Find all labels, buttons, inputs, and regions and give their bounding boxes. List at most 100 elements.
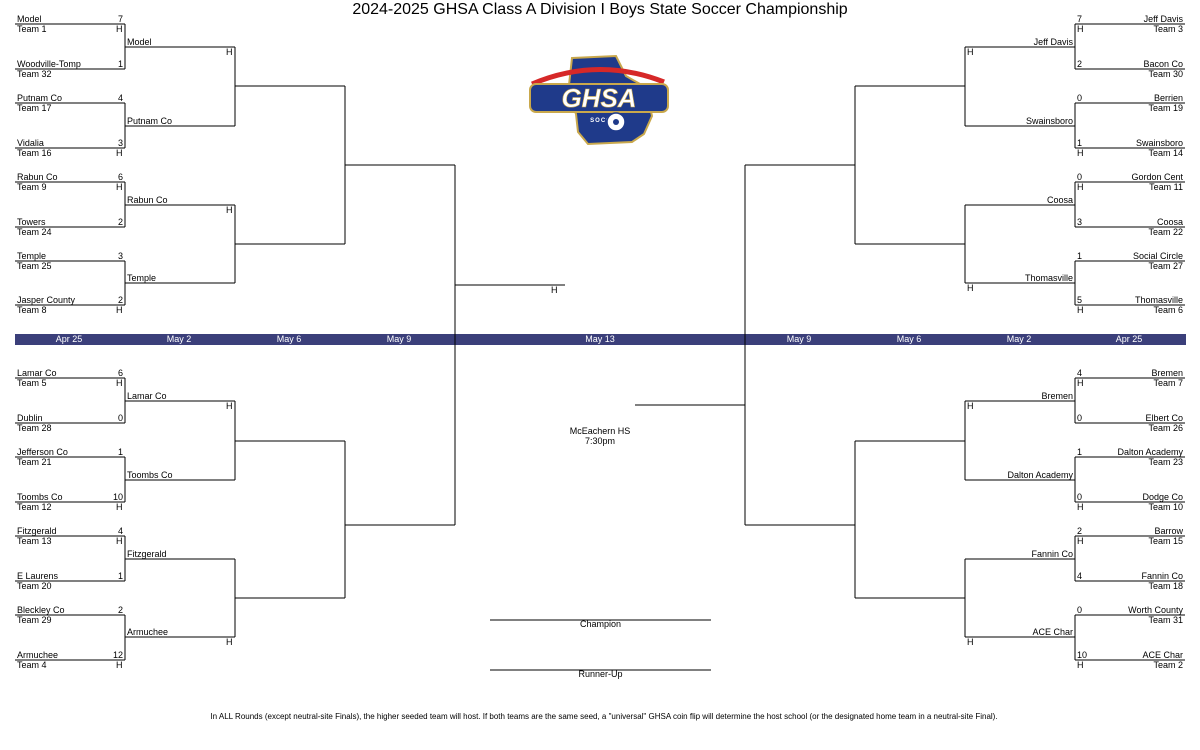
home-marker: H xyxy=(967,637,974,647)
team-seed: Team 21 xyxy=(17,457,52,467)
home-marker: H xyxy=(116,305,123,315)
team-name: Vidalia xyxy=(17,138,44,148)
team-seed: Team 4 xyxy=(17,660,47,670)
team-name: Coosa xyxy=(1047,195,1073,205)
team-score: 0 xyxy=(1077,492,1082,502)
team-score: 3 xyxy=(1077,217,1082,227)
team-name: Barrow xyxy=(1154,526,1183,536)
team-name: Temple xyxy=(127,273,156,283)
home-marker: H xyxy=(967,401,974,411)
home-marker: H xyxy=(1077,502,1084,512)
team-score: 0 xyxy=(118,413,123,423)
team-seed: Team 8 xyxy=(17,305,47,315)
team-name: Armuchee xyxy=(17,650,58,660)
team-name: Swainsboro xyxy=(1026,116,1073,126)
home-marker: H xyxy=(967,283,974,293)
home-marker: H xyxy=(116,24,123,34)
team-score: 0 xyxy=(1077,172,1082,182)
team-name: E Laurens xyxy=(17,571,59,581)
team-seed: Team 29 xyxy=(17,615,52,625)
team-score: 4 xyxy=(1077,368,1082,378)
team-name: Swainsboro xyxy=(1136,138,1183,148)
team-score: 10 xyxy=(1077,650,1087,660)
team-name: Rabun Co xyxy=(127,195,168,205)
team-score: 4 xyxy=(1077,571,1082,581)
team-seed: Team 15 xyxy=(1148,536,1183,546)
round-date-label: May 9 xyxy=(386,334,412,344)
team-name: Dodge Co xyxy=(1142,492,1183,502)
team-name: Dalton Academy xyxy=(1007,470,1073,480)
team-score: 7 xyxy=(1077,14,1082,24)
round-date-label: May 9 xyxy=(786,334,812,344)
round-date-label: May 2 xyxy=(1006,334,1032,344)
team-score: 1 xyxy=(1077,138,1082,148)
team-name: ACE Char xyxy=(1142,650,1183,660)
team-seed: Team 10 xyxy=(1148,502,1183,512)
team-name: Rabun Co xyxy=(17,172,58,182)
home-marker: H xyxy=(116,182,123,192)
team-score: 1 xyxy=(118,59,123,69)
home-marker: H xyxy=(1077,148,1084,158)
team-name: Armuchee xyxy=(127,627,168,637)
team-name: Bremen xyxy=(1151,368,1183,378)
team-score: 2 xyxy=(118,295,123,305)
team-score: 1 xyxy=(118,447,123,457)
team-name: Fitzgerald xyxy=(127,549,167,559)
team-name: Fannin Co xyxy=(1141,571,1183,581)
team-seed: Team 3 xyxy=(1153,24,1183,34)
home-marker: H xyxy=(116,378,123,388)
team-seed: Team 20 xyxy=(17,581,52,591)
team-name: Elbert Co xyxy=(1145,413,1183,423)
team-score: 1 xyxy=(118,571,123,581)
team-seed: Team 28 xyxy=(17,423,52,433)
team-seed: Team 19 xyxy=(1148,103,1183,113)
team-seed: Team 7 xyxy=(1153,378,1183,388)
team-name: Thomasville xyxy=(1135,295,1183,305)
team-seed: Team 24 xyxy=(17,227,52,237)
team-name: Fannin Co xyxy=(1031,549,1073,559)
home-marker: H xyxy=(1077,305,1084,315)
team-name: Bacon Co xyxy=(1143,59,1183,69)
team-score: 0 xyxy=(1077,413,1082,423)
team-seed: Team 25 xyxy=(17,261,52,271)
team-name: Putnam Co xyxy=(17,93,62,103)
team-seed: Team 32 xyxy=(17,69,52,79)
team-score: 12 xyxy=(113,650,123,660)
page-title: 2024-2025 GHSA Class A Division I Boys S… xyxy=(352,1,848,18)
home-marker: H xyxy=(116,502,123,512)
team-name: Fitzgerald xyxy=(17,526,57,536)
team-score: 7 xyxy=(118,14,123,24)
team-score: 1 xyxy=(1077,447,1082,457)
team-seed: Team 2 xyxy=(1153,660,1183,670)
venue-name: McEachern HS xyxy=(569,426,631,436)
team-name: Thomasville xyxy=(1025,273,1073,283)
home-marker: H xyxy=(1077,536,1084,546)
home-marker: H xyxy=(967,47,974,57)
venue-time: 7:30pm xyxy=(584,436,616,446)
team-seed: Team 23 xyxy=(1148,457,1183,467)
team-score: 1 xyxy=(1077,251,1082,261)
round-date-label: May 6 xyxy=(896,334,922,344)
team-name: Model xyxy=(127,37,152,47)
hosting-footnote: In ALL Rounds (except neutral-site Final… xyxy=(210,712,998,721)
team-name: Temple xyxy=(17,251,46,261)
team-name: Toombs Co xyxy=(127,470,173,480)
home-marker: H xyxy=(226,205,233,215)
team-name: Jeff Davis xyxy=(1144,14,1184,24)
team-name: Woodville-Tomp xyxy=(17,59,81,69)
home-marker: H xyxy=(1077,24,1084,34)
home-marker: H xyxy=(226,47,233,57)
team-score: 5 xyxy=(1077,295,1082,305)
team-score: 0 xyxy=(1077,605,1082,615)
home-marker: H xyxy=(226,637,233,647)
team-name: Bremen xyxy=(1041,391,1073,401)
team-score: 0 xyxy=(1077,93,1082,103)
team-name: Towers xyxy=(17,217,46,227)
round-date-label: Apr 25 xyxy=(55,334,83,344)
team-name: ACE Char xyxy=(1032,627,1073,637)
team-name: Gordon Cent xyxy=(1131,172,1183,182)
round-date-label: May 6 xyxy=(276,334,302,344)
team-seed: Team 13 xyxy=(17,536,52,546)
team-name: Lamar Co xyxy=(17,368,57,378)
team-seed: Team 17 xyxy=(17,103,52,113)
